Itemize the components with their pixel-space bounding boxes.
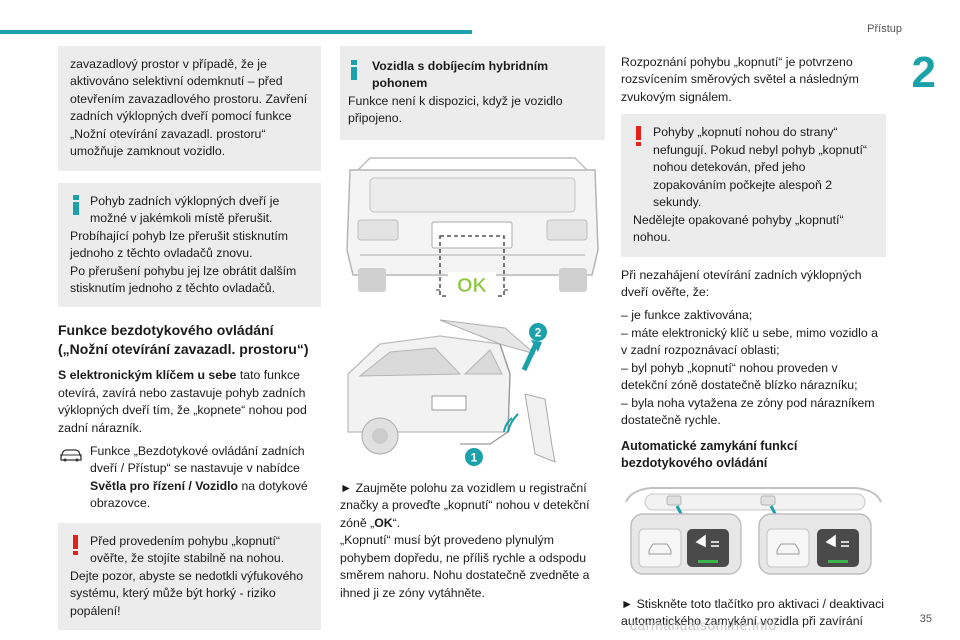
confirmation-paragraph: Rozpoznání pohybu „kopnutí“ je potvrzeno… <box>621 55 859 104</box>
tailgate-kick-illustration: 2 1 <box>340 313 605 474</box>
intro-rest: tato funkce otevírá, zavírá nebo zastavu… <box>58 368 307 435</box>
warning-box: Před provedením pohybu „kopnutí“ ověřte,… <box>58 522 321 631</box>
menu-text-pre: Funkce „Bezdotykové ovládání zadních dve… <box>90 444 305 476</box>
info-text-2: Probíhající pohyb lze přerušit stisknutí… <box>70 228 289 261</box>
warning-kick-text-2: Nedělejte opakované pohyby „kopnutí“ noh… <box>633 212 844 245</box>
info-icon <box>348 60 360 80</box>
callout-2-label: 2 <box>535 325 542 339</box>
column-left: zavazadlový prostor v případě, že je akt… <box>58 46 321 640</box>
menu-text-bold: Světla pro řízení / Vozidlo <box>90 478 239 493</box>
list-item: – je funkce zaktivována; <box>621 308 753 323</box>
car-menu-icon <box>60 449 82 462</box>
warning-icon <box>633 126 645 147</box>
warning-text-1: Před provedením pohybu „kopnutí“ ověřte,… <box>90 533 285 566</box>
rear-car-ok-zone-illustration: OK <box>340 149 605 310</box>
kick-detail: „Kopnutí“ musí být provedeno plynulým po… <box>340 533 590 600</box>
info-icon <box>70 194 82 215</box>
continued-note-box: zavazadlový prostor v případě, že je akt… <box>58 46 321 171</box>
callout-2: 2 <box>529 322 547 341</box>
callout-1-label: 1 <box>471 450 478 464</box>
list-item: – byla noha vytažena ze zóny pod nárazní… <box>621 395 875 428</box>
hybrid-info-box: Vozidla s dobíjecím hybridním pohonem Fu… <box>340 46 605 140</box>
warning-text-2: Dejte pozor, abyste se nedotkli výfukové… <box>70 568 304 618</box>
warning-kick-text-1: Pohyby „kopnutí nohou do strany“ nefungu… <box>653 125 867 210</box>
watermark: carmanualsonline.info <box>630 617 777 633</box>
kick-instruction: ► Zaujměte polohu za vozidlem u registra… <box>340 480 605 532</box>
info-text-3: Po přerušení pohybu jej lze obrátit dalš… <box>70 263 297 295</box>
auto-lock-heading: Automatické zamykání funkcí bezdotykovéh… <box>621 438 798 470</box>
intro-bold: S elektronickým klíčem u sebe <box>58 368 237 383</box>
auto-lock-button-illustration <box>621 483 886 584</box>
kick-instruction-post: “. <box>392 515 401 530</box>
chapter-number: 2 <box>911 48 936 97</box>
continued-note-text: zavazadlový prostor v případě, že je akt… <box>70 57 308 159</box>
column-middle: Vozidla s dobíjecím hybridním pohonem Fu… <box>340 46 605 608</box>
kick-instruction-bold: OK <box>374 515 393 530</box>
menu-text-post: na dotykové obrazovce. <box>90 478 308 511</box>
header-accent-bar <box>0 30 472 34</box>
hybrid-box-title: Vozidla s dobíjecím hybridním pohonem <box>372 59 549 91</box>
warning-icon <box>70 534 82 555</box>
ok-zone-marker: OK <box>448 271 496 298</box>
warning-box-kick: Pohyby „kopnutí nohou do strany“ nefungu… <box>621 114 886 257</box>
list-item: – máte elektronický klíč u sebe, mimo vo… <box>621 325 878 358</box>
kick-instruction-pre: ► Zaujměte polohu za vozidlem u registra… <box>340 480 590 530</box>
auto-lock-instruction: ► Stiskněte toto tlačítko pro aktivaci /… <box>621 596 885 629</box>
troubleshoot-intro: Při nezahájení otevírání zadních výklopn… <box>621 267 862 299</box>
section-heading: Funkce bezdotykového ovládání („Nožní ot… <box>58 322 309 358</box>
intro-paragraph: S elektronickým klíčem u sebe tato funkc… <box>58 367 321 437</box>
ok-label: OK <box>457 275 488 297</box>
list-item: – byl pohyb „kopnutí“ nohou proveden v d… <box>621 360 858 393</box>
info-box: Pohyb zadních výklopných dveří je možné … <box>58 182 321 308</box>
menu-paragraph: Funkce „Bezdotykové ovládání zadních dve… <box>58 443 321 513</box>
callout-1: 1 <box>465 447 483 466</box>
hybrid-box-text: Funkce není k dispozici, když je vozidlo… <box>348 93 563 126</box>
troubleshoot-list: – je funkce zaktivována; – máte elektron… <box>621 307 886 429</box>
column-right: Rozpoznání pohybu „kopnutí“ je potvrzeno… <box>621 46 886 637</box>
page-number: 35 <box>919 613 932 625</box>
info-text-1: Pohyb zadních výklopných dveří je možné … <box>90 193 280 226</box>
section-title: Přístup <box>867 23 902 35</box>
